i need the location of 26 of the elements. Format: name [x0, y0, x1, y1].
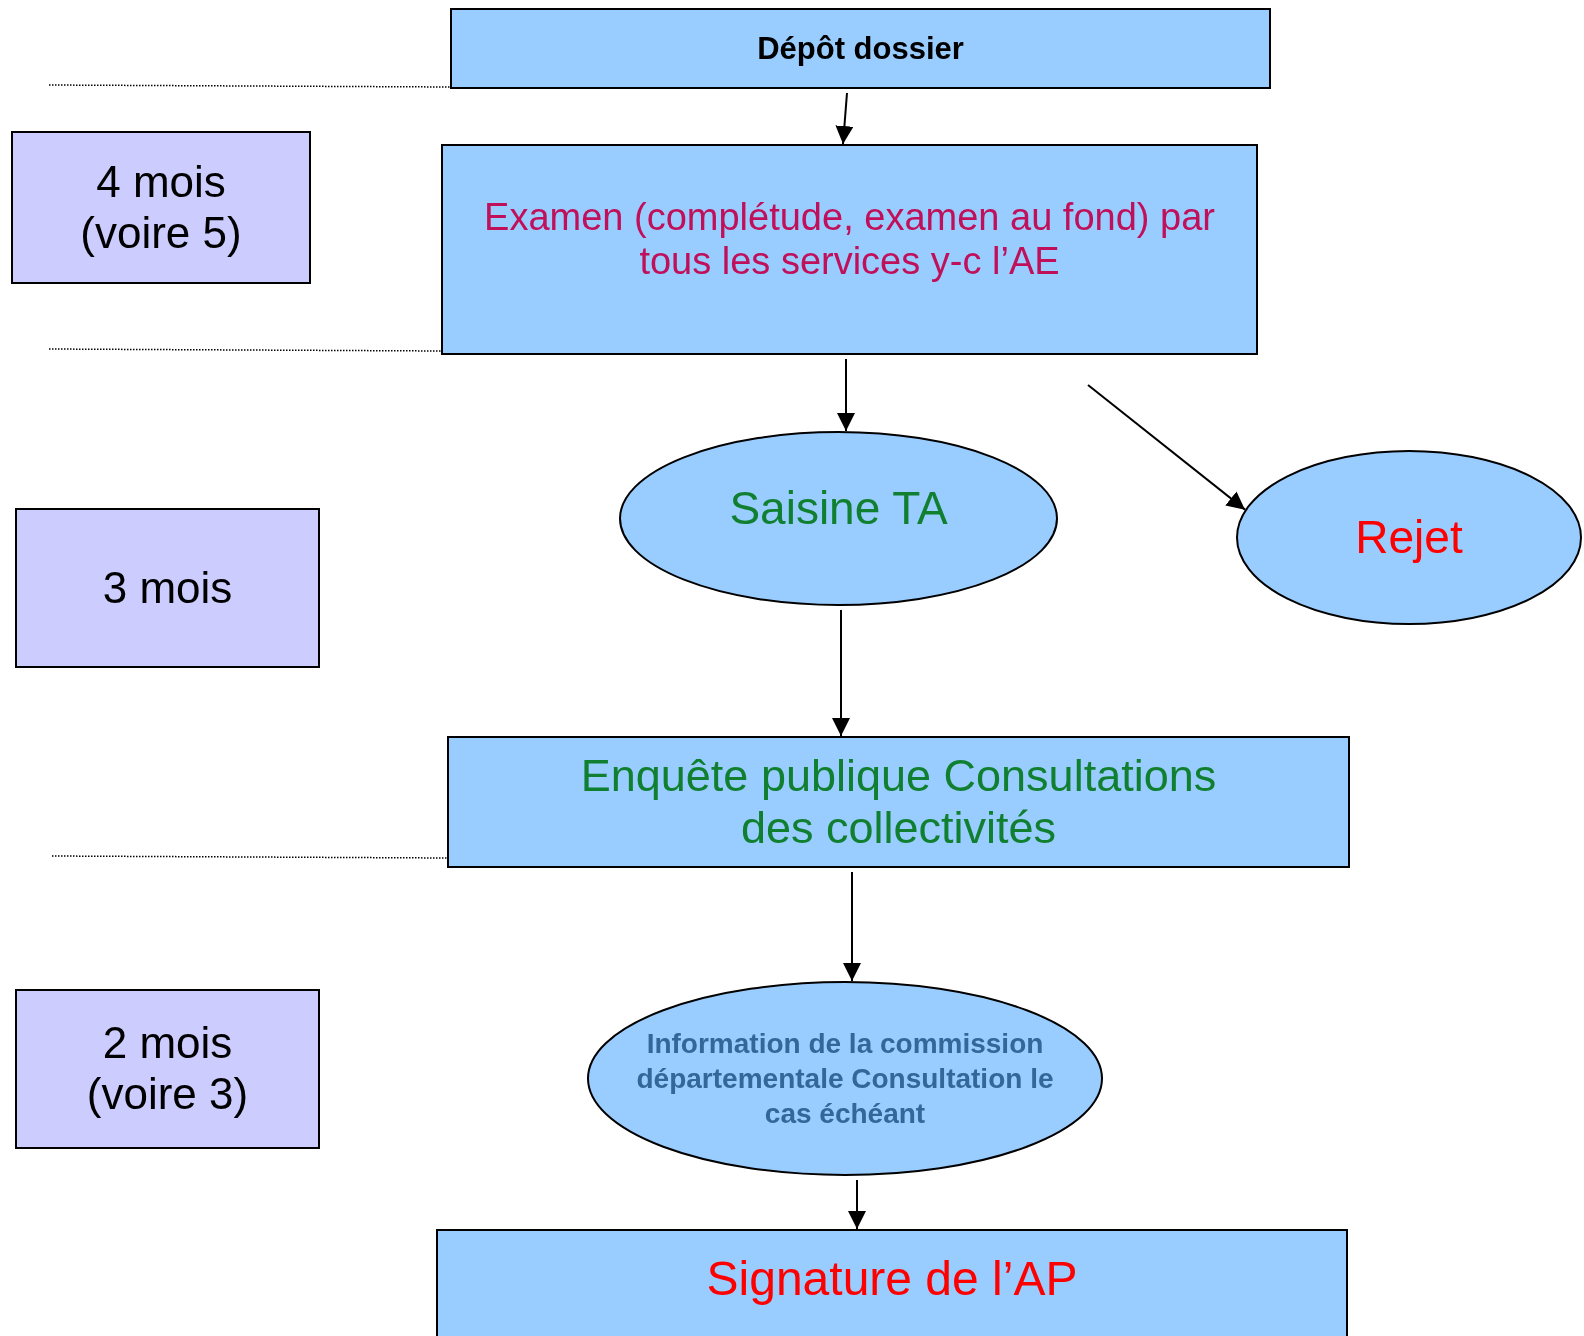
- node-text: Information de la commission départementale Consultation le cas échéant: [635, 1027, 1055, 1131]
- node-text: Dépôt dossier: [757, 30, 964, 67]
- node-text: Rejet: [1355, 511, 1463, 564]
- process-box: [450, 8, 1271, 89]
- arrow: [832, 609, 850, 737]
- node-text: 4 mois (voire 5): [79, 156, 243, 259]
- process-ellipse: [587, 981, 1103, 1176]
- node-text: Signature de l’AP: [706, 1251, 1078, 1307]
- node-text: 2 mois (voire 3): [85, 1018, 250, 1120]
- node-text: Examen (complétude, examen au fond) par tous les services y-c l’AE: [483, 195, 1216, 284]
- process-ellipse: [619, 431, 1058, 606]
- process-box: [436, 1229, 1348, 1336]
- duration-box: [15, 989, 320, 1149]
- node-text: Enquête publique Consultations des collectivités: [579, 750, 1218, 854]
- arrow: [835, 92, 854, 145]
- arrow: [1087, 384, 1246, 511]
- arrow: [837, 358, 855, 433]
- process-box: [441, 144, 1258, 355]
- arrow: [848, 1178, 866, 1230]
- node-text: Saisine TA: [729, 482, 948, 535]
- arrow: [843, 871, 861, 983]
- process-box: [447, 736, 1350, 868]
- duration-box: [11, 131, 311, 284]
- node-text: 3 mois: [102, 562, 233, 614]
- outcome-ellipse: [1236, 450, 1582, 625]
- duration-box: [15, 508, 320, 668]
